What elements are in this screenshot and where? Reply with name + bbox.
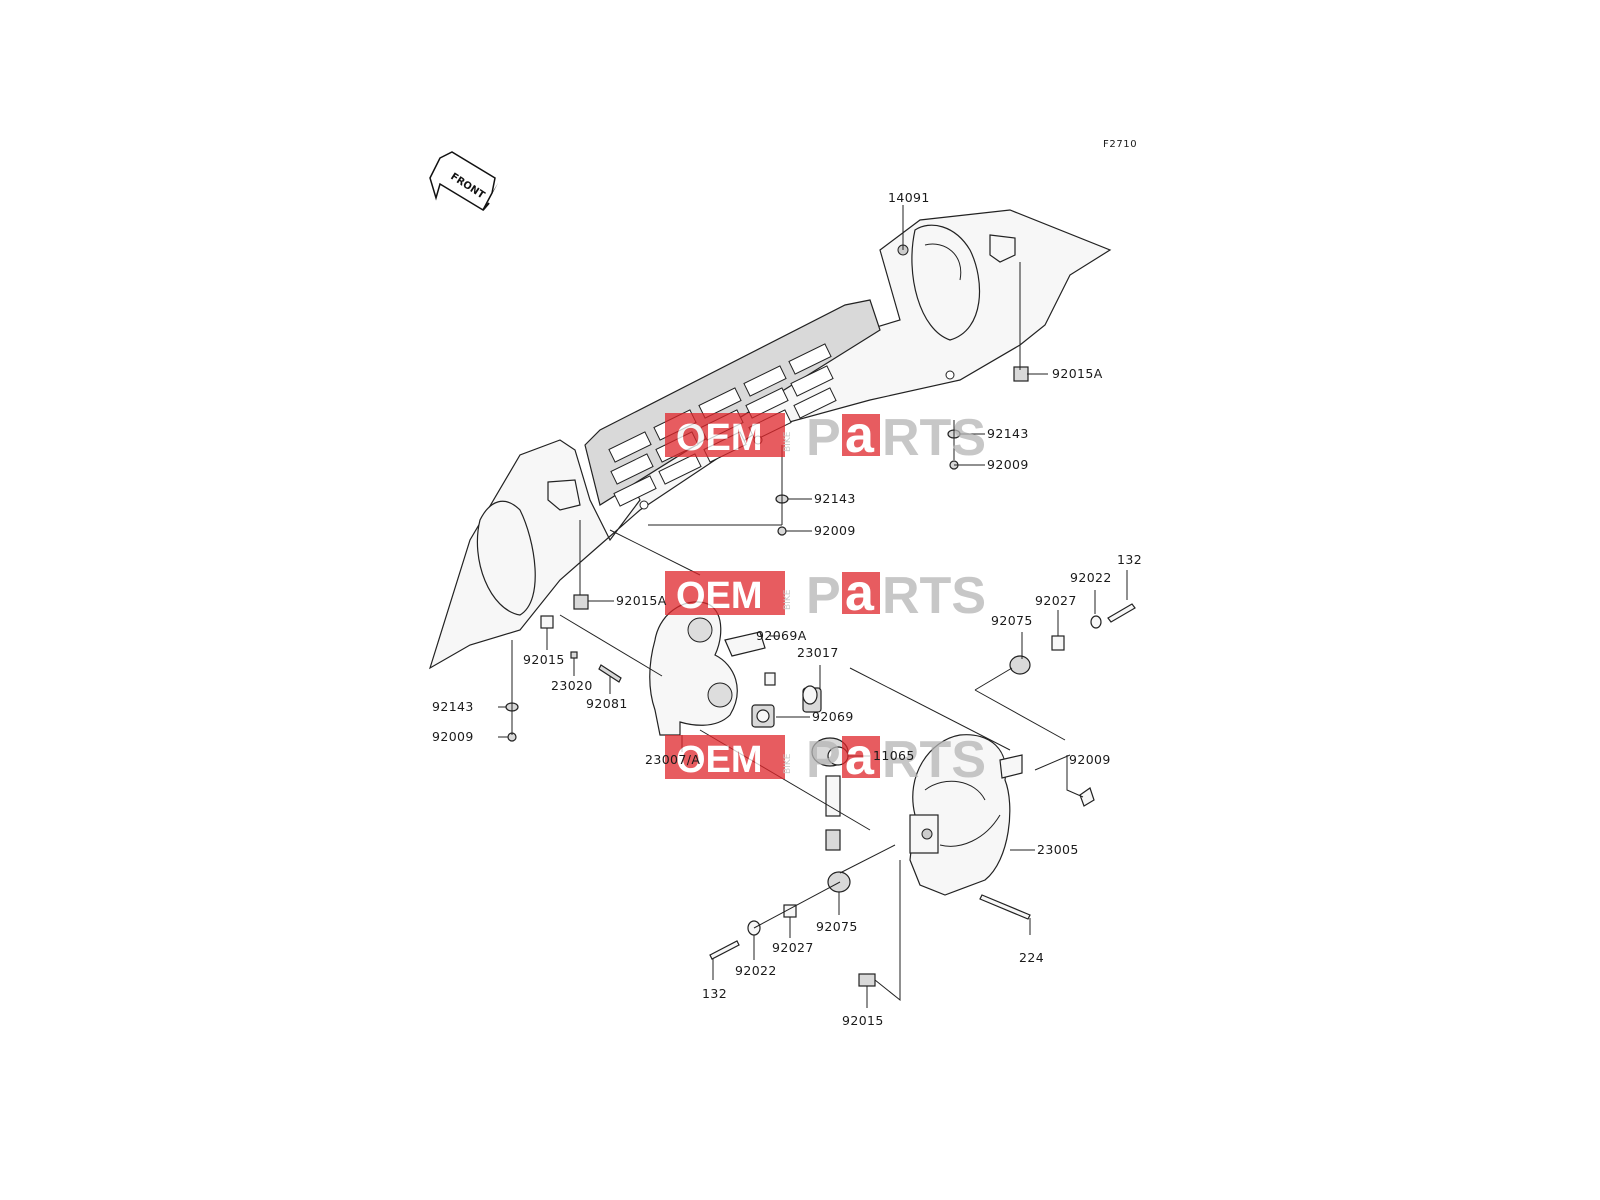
watermark-p-text: P — [806, 567, 841, 625]
watermark-oem-text: OEM — [676, 575, 763, 617]
watermark-middle: OEM BIKE P a RTS — [665, 564, 986, 625]
part-label-92022-lower: 92022 — [735, 963, 777, 978]
part-label-92143-left: 92143 — [432, 699, 474, 714]
watermark-a-box — [842, 736, 880, 778]
part-label-92009-lower: 92009 — [1069, 752, 1111, 767]
watermark-bike-text: BIKE — [783, 753, 793, 774]
watermark-a-text: a — [845, 728, 875, 786]
watermark-bottom: OEM BIKE P a RTS — [665, 728, 986, 789]
part-label-92009-mid: 92009 — [814, 523, 856, 538]
watermark-p-text: P — [806, 731, 841, 789]
part-label-92069a: 92069A — [756, 628, 807, 643]
part-label-92143-mid: 92143 — [814, 491, 856, 506]
bulb-23017 — [802, 685, 822, 713]
watermark-oem-box — [665, 735, 785, 779]
part-label-23007a: 23007/A — [645, 752, 700, 767]
part-label-92075-right: 92075 — [991, 613, 1033, 628]
headlight-housing-right — [909, 734, 1023, 896]
reference-code: F2710 — [1103, 139, 1137, 150]
watermark-oem-box — [665, 413, 785, 457]
part-label-92015-left: 92015 — [523, 652, 565, 667]
watermark-a-box — [842, 572, 880, 614]
part-label-11065: 11065 — [873, 748, 915, 763]
part-label-92081: 92081 — [586, 696, 628, 711]
watermark-oem-text: OEM — [676, 417, 763, 459]
cowl-panel — [428, 209, 1112, 670]
part-label-23005: 23005 — [1037, 842, 1079, 857]
part-label-132-lower: 132 — [702, 986, 727, 1001]
watermark-rts-text: RTS — [882, 409, 986, 467]
part-label-92075-lower: 92075 — [816, 919, 858, 934]
part-label-132-right: 132 — [1117, 552, 1142, 567]
part-label-92009-right: 92009 — [987, 457, 1029, 472]
watermark-rts-text: RTS — [882, 567, 986, 625]
part-labels: 14091 92015A 92143 92009 92143 92009 920… — [432, 190, 1142, 1028]
watermark-rts-text: RTS — [882, 731, 986, 789]
watermark-p-text: P — [806, 409, 841, 467]
leader-lines — [498, 205, 1128, 1008]
part-label-92009-left: 92009 — [432, 729, 474, 744]
watermark-bike-text: BIKE — [783, 589, 793, 610]
watermark-a-box — [842, 414, 880, 456]
part-label-23020: 23020 — [551, 678, 593, 693]
watermark-oem-text: OEM — [676, 739, 763, 781]
part-label-92015-lower: 92015 — [842, 1013, 884, 1028]
part-label-92022-right: 92022 — [1070, 570, 1112, 585]
part-label-92143-right: 92143 — [987, 426, 1029, 441]
part-label-23017: 23017 — [797, 645, 839, 660]
socket-92069 — [751, 704, 775, 728]
watermark-top: OEM BIKE P a RTS — [665, 406, 986, 467]
part-label-92027-right: 92027 — [1035, 593, 1077, 608]
watermark-oem-box — [665, 571, 785, 615]
watermark-bike-text: BIKE — [783, 431, 793, 452]
part-label-92015a-right: 92015A — [1052, 366, 1103, 381]
part-label-92069: 92069 — [812, 709, 854, 724]
headlight-housing-left — [649, 601, 776, 736]
part-label-92015a-left: 92015A — [616, 593, 667, 608]
watermark-a-text: a — [845, 406, 875, 464]
part-label-14091: 14091 — [888, 190, 930, 205]
part-label-224: 224 — [1019, 950, 1044, 965]
watermark-a-text: a — [845, 564, 875, 622]
part-label-92027-lower: 92027 — [772, 940, 814, 955]
front-arrow-icon: FRONT — [429, 151, 498, 212]
